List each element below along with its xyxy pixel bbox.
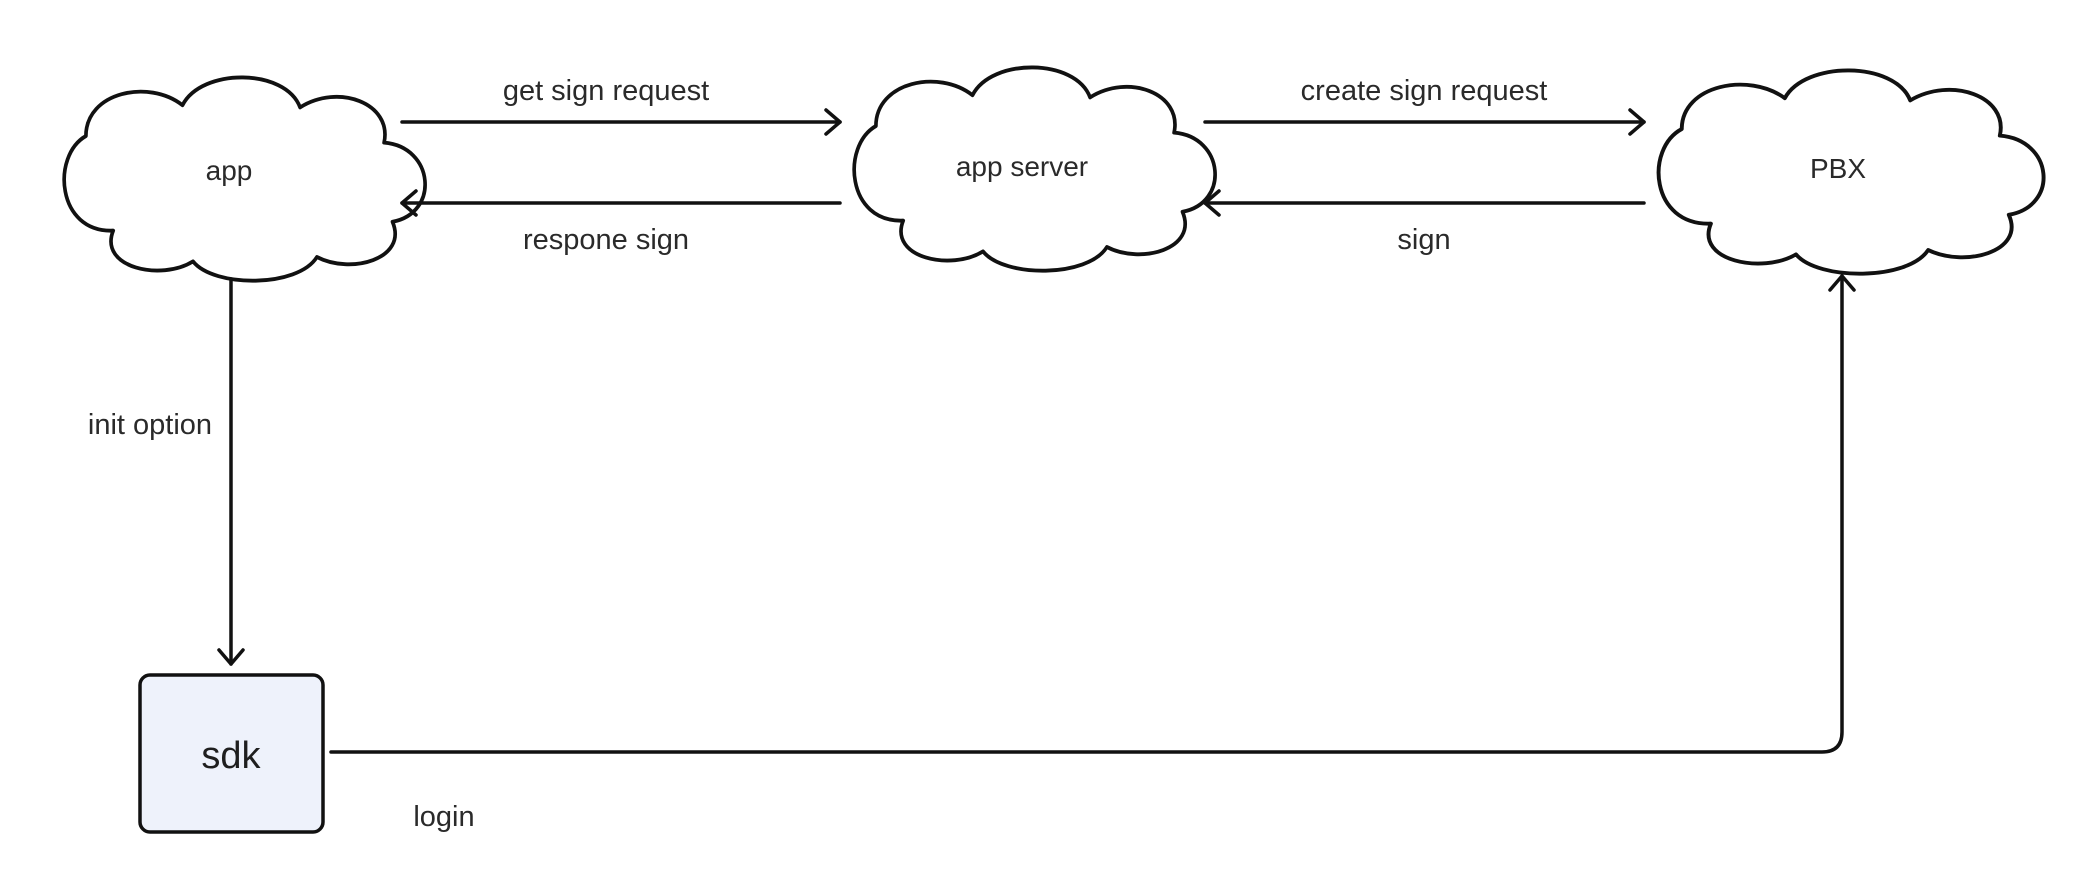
edge-login[interactable]: login [329, 274, 1856, 833]
edge-login-line [329, 274, 1844, 754]
arrowhead-icon [1203, 189, 1221, 217]
edge-create-sign-request-label: create sign request [1301, 75, 1548, 107]
pbx-node[interactable]: PBX [1656, 68, 2046, 276]
app-server-node[interactable]: app server [852, 65, 1218, 273]
edge-sign[interactable]: sign [1203, 189, 1646, 256]
sdk-label: sdk [201, 735, 261, 777]
edge-sign-label: sign [1397, 224, 1450, 256]
arrowhead-icon [400, 189, 418, 217]
app-server-label: app server [956, 151, 1088, 182]
edge-get-sign-request[interactable]: get sign request [400, 75, 842, 136]
app-label: app [206, 155, 253, 186]
app-node[interactable]: app [62, 75, 428, 283]
sdk-node[interactable]: sdk [138, 673, 325, 834]
arrowhead-icon [1828, 274, 1856, 292]
edge-get-sign-request-label: get sign request [503, 75, 709, 107]
sdk-box [138, 673, 325, 834]
edge-login-label: login [413, 801, 474, 833]
edge-respone-sign-label: respone sign [523, 224, 689, 256]
edge-respone-sign[interactable]: respone sign [400, 189, 842, 256]
edge-init-option-label: init option [88, 409, 212, 441]
arrowhead-icon [824, 108, 842, 136]
arrowhead-icon [217, 648, 245, 666]
arrowhead-icon [1628, 108, 1646, 136]
edge-init-option[interactable]: init option [88, 277, 245, 666]
pbx-label: PBX [1810, 153, 1866, 184]
edge-create-sign-request[interactable]: create sign request [1203, 75, 1646, 136]
